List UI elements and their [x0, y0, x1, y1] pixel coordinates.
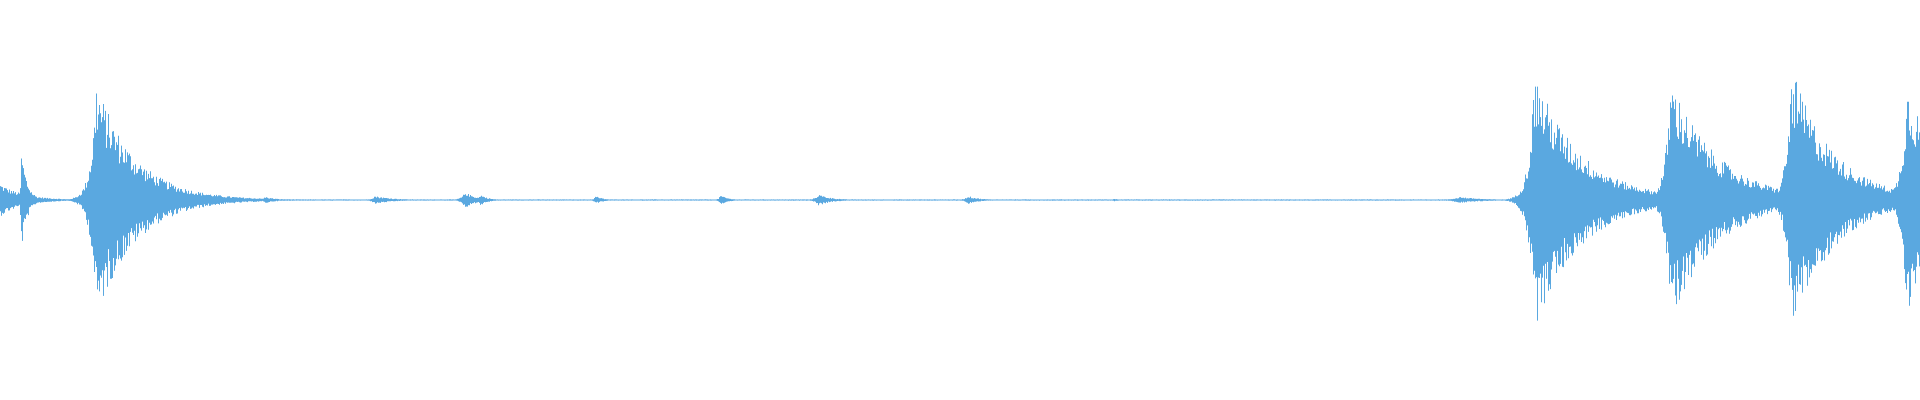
waveform-samples: [0, 81, 1920, 321]
waveform-trace: [0, 81, 1920, 321]
